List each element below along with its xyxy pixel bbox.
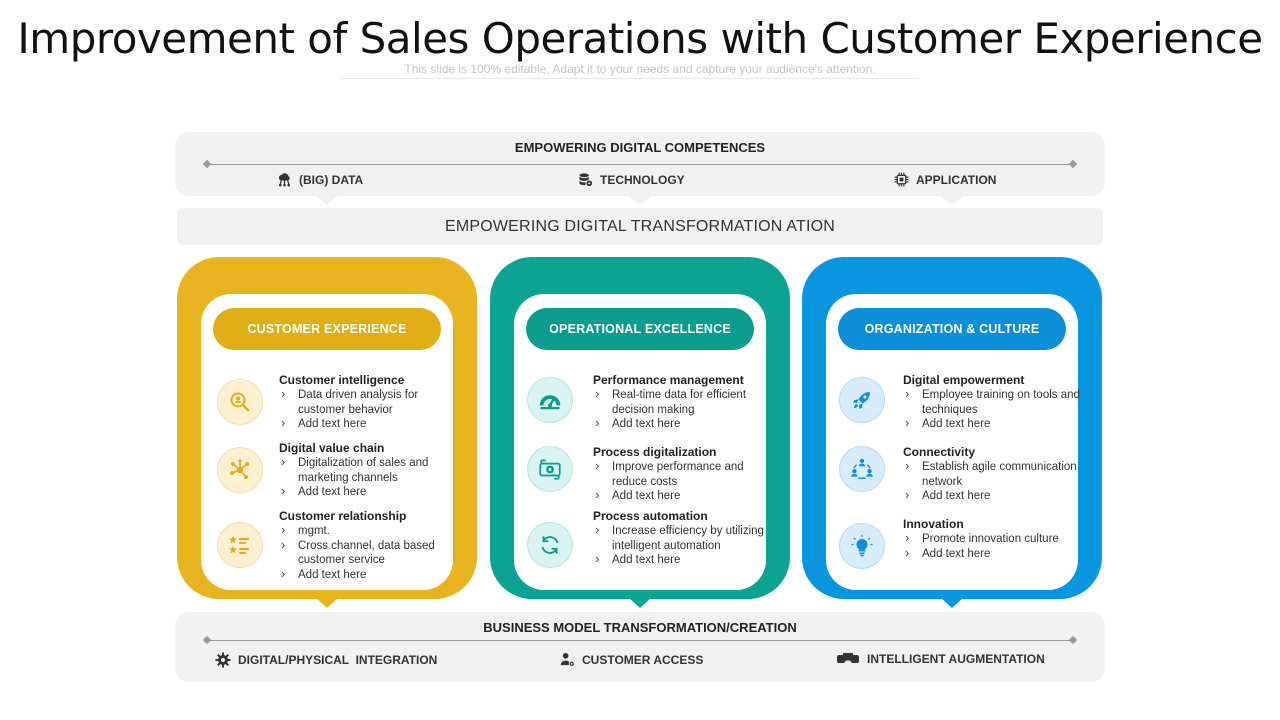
- pillar-operational-excellence: OPERATIONAL EXCELLENCE Performance manag…: [490, 257, 790, 608]
- item-heading: Innovation: [903, 517, 964, 531]
- pillar-item: Digital value chain Digitalization of sa…: [279, 441, 459, 500]
- chip-icon: [894, 172, 909, 187]
- band-item-digital-physical-integration: DIGITAL/PHYSICAL INTEGRATION: [215, 652, 437, 668]
- band-item-customer-access: CUSTOMER ACCESS: [560, 652, 703, 667]
- item-bullet: Cross channel, data based customer servi…: [279, 538, 459, 568]
- band-item-technology: TECHNOLOGY: [578, 172, 685, 187]
- item-bullet: Add text here: [593, 552, 768, 568]
- band-item-application: APPLICATION: [894, 172, 996, 187]
- item-bullet: mgmt.: [279, 523, 459, 539]
- item-bullet: Real-time data for efficient decision ma…: [593, 387, 768, 417]
- item-bullet: Improve performance and reduce costs: [593, 459, 768, 489]
- band-item-intelligent-augmentation: INTELLIGENT AUGMENTATION: [836, 652, 1045, 666]
- item-bullet: Data driven analysis for customer behavi…: [279, 387, 459, 417]
- item-heading: Connectivity: [903, 445, 976, 459]
- pillar-item: Customer intelligence Data driven analys…: [279, 373, 459, 432]
- pillar-title: ORGANIZATION & CULTURE: [838, 308, 1066, 350]
- pillar-title: OPERATIONAL EXCELLENCE: [526, 308, 754, 350]
- band-title: EMPOWERING DIGITAL COMPETENCES: [514, 140, 766, 155]
- lightbulb-icon: [839, 523, 885, 569]
- item-bullet: Add text here: [903, 546, 1088, 562]
- subtitle-underline: [340, 78, 918, 79]
- item-bullet: Promote innovation culture: [903, 531, 1088, 547]
- cloud-network-icon: [278, 173, 291, 187]
- user-settings-icon: [560, 652, 575, 667]
- pillar-pointer: [941, 598, 963, 608]
- item-heading: Customer intelligence: [279, 373, 405, 387]
- pillar-item: Process automation Increase efficiency b…: [593, 509, 768, 568]
- band-title: BUSINESS MODEL TRANSFORMATION/CREATION: [483, 620, 797, 635]
- speedometer-icon: [527, 377, 573, 423]
- band-divider-line: [207, 640, 1073, 641]
- database-gear-icon: [579, 173, 593, 187]
- rocket-icon: [839, 377, 885, 423]
- band-item-label: DIGITAL/PHYSICAL INTEGRATION: [238, 653, 438, 667]
- item-heading: Process automation: [593, 509, 708, 523]
- item-heading: Customer relationship: [279, 509, 407, 523]
- star-list-icon: [217, 522, 263, 568]
- item-bullet: Add text here: [903, 416, 1088, 432]
- band-item-label: CUSTOMER ACCESS: [582, 652, 704, 667]
- pillar-pointer: [316, 598, 338, 608]
- item-bullet: Add text here: [279, 484, 459, 500]
- vr-headset-icon: [837, 653, 859, 663]
- people-connect-icon: [839, 446, 885, 492]
- band-pointer: [629, 196, 651, 205]
- network-nodes-icon: [217, 447, 263, 493]
- magnifier-person-icon: [217, 379, 263, 425]
- band-pointer: [941, 196, 963, 205]
- band-item-label: APPLICATION: [916, 172, 997, 187]
- pillar-item: Process digitalization Improve performan…: [593, 445, 768, 504]
- pillar-item: Customer relationship mgmt. Cross channe…: [279, 509, 459, 582]
- band-item-label: (BIG) DATA: [299, 172, 364, 187]
- digital-competences-band: EMPOWERING DIGITAL COMPETENCES (BIG) DAT…: [175, 132, 1105, 196]
- item-bullet: Establish agile communication network: [903, 459, 1088, 489]
- item-bullet: Add text here: [279, 567, 459, 583]
- item-heading: Digital empowerment: [903, 373, 1025, 387]
- item-bullet: Add text here: [593, 488, 768, 504]
- pillar-customer-experience: CUSTOMER EXPERIENCE Customer intelligenc…: [177, 257, 477, 608]
- band-divider-line: [207, 164, 1073, 165]
- pillar-item: Innovation Promote innovation cultureAdd…: [903, 517, 1088, 561]
- item-bullet: Add text here: [903, 488, 1088, 504]
- item-bullet: Add text here: [593, 416, 768, 432]
- band-item-label: TECHNOLOGY: [600, 172, 685, 187]
- item-heading: Process digitalization: [593, 445, 717, 459]
- money-gear-icon: [527, 446, 573, 492]
- pillar-item: Performance management Real-time data fo…: [593, 373, 768, 432]
- slide-subtitle: This slide is 100% editable. Adapt it to…: [404, 62, 876, 76]
- item-heading: Performance management: [593, 373, 744, 387]
- item-bullet: Digitalization of sales and marketing ch…: [279, 455, 459, 485]
- item-heading: Digital value chain: [279, 441, 385, 455]
- pillar-organization-culture: ORGANIZATION & CULTURE Digital empowerme…: [802, 257, 1102, 608]
- refresh-icon: [527, 522, 573, 568]
- item-bullet: Increase efficiency by utilizing intelli…: [593, 523, 768, 553]
- band-item-big-data: (BIG) DATA: [277, 172, 363, 187]
- pillar-item: Digital empowerment Employee training on…: [903, 373, 1088, 432]
- pillar-item: Connectivity Establish agile communicati…: [903, 445, 1088, 504]
- business-model-band: BUSINESS MODEL TRANSFORMATION/CREATION D…: [175, 612, 1105, 682]
- pillar-title: CUSTOMER EXPERIENCE: [213, 308, 441, 350]
- slide-title: Improvement of Sales Operations with Cus…: [17, 14, 1263, 63]
- band-item-label: INTELLIGENT AUGMENTATION: [867, 652, 1045, 666]
- band-pointer: [316, 196, 338, 205]
- gear-icon: [215, 652, 231, 668]
- item-bullet: Add text here: [279, 416, 459, 432]
- pillar-pointer: [629, 598, 651, 608]
- item-bullet: Employee training on tools and technique…: [903, 387, 1088, 417]
- digital-transformation-band: EMPOWERING DIGITAL TRANSFORMATION ATION: [177, 208, 1103, 245]
